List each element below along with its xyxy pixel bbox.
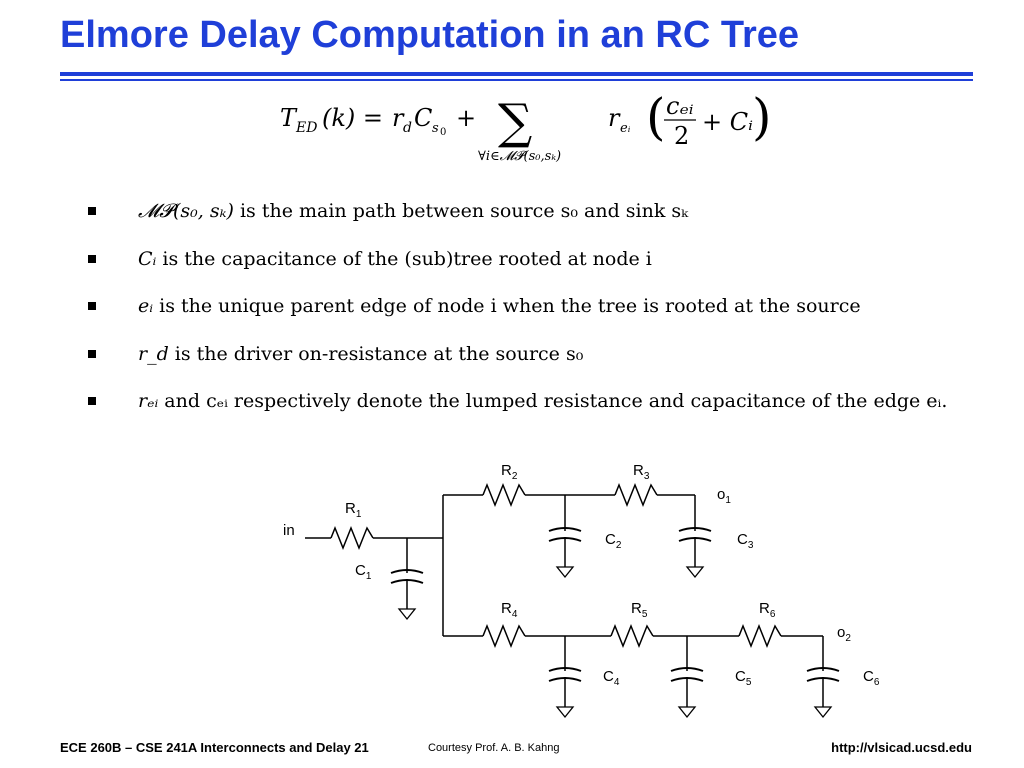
- capacitor-label-c3: C3: [737, 531, 754, 551]
- elmore-delay-formula: T ED (k) = r d C s 0 + ∑ ∀i∈𝓜𝓟(s₀,sₖ) r …: [280, 90, 772, 164]
- bullet-item: Cᵢ is the capacitance of the (sub)tree r…: [88, 246, 968, 272]
- formula-re-sub: eᵢ: [620, 121, 631, 136]
- bullet-square-icon: [88, 254, 96, 263]
- formula-frac-den: 2: [674, 122, 689, 150]
- capacitor-label-c5: C5: [735, 668, 752, 688]
- slide-title: Elmore Delay Computation in an RC Tree: [60, 14, 800, 56]
- formula-term1-r: r: [392, 104, 405, 132]
- bullet-item: 𝓜𝓟(s₀, sₖ) is the main path between sour…: [88, 198, 968, 224]
- resistor-label-r1: R1: [345, 500, 362, 520]
- resistor-label-r3: R3: [633, 462, 650, 482]
- resistor-label-r5: R5: [631, 600, 648, 620]
- rc-tree-circuit-diagram: in R1 R2 R3 R4 R5 R6 C1 C2 C3 C4 C5 C6 o…: [283, 462, 880, 718]
- formula-plus: +: [456, 104, 476, 132]
- capacitor-c1: [390, 564, 424, 620]
- input-label: in: [283, 522, 295, 539]
- formula-rparen: ): [752, 90, 772, 146]
- slide-footer: ECE 260B – CSE 241A Interconnects and De…: [0, 736, 1024, 760]
- capacitor-c5: [670, 662, 704, 718]
- formula-ci: + Cᵢ: [702, 108, 753, 136]
- capacitor-c6: [806, 662, 840, 718]
- capacitor-c2: [548, 522, 582, 578]
- bullet-square-icon: [88, 397, 96, 405]
- formula-lhs-sub: ED: [295, 120, 317, 136]
- formula-sum-index: ∀i∈𝓜𝓟(s₀,sₖ): [478, 149, 561, 164]
- title-underline-thin: [60, 79, 973, 81]
- capacitor-label-c2: C2: [605, 531, 622, 551]
- capacitor-label-c6: C6: [863, 668, 880, 688]
- formula-lhs: T: [280, 104, 298, 132]
- footer-course: ECE 260B – CSE 241A Interconnects and De…: [60, 740, 369, 755]
- formula-re: r: [608, 104, 621, 132]
- capacitor-c4: [548, 662, 582, 718]
- capacitor-label-c4: C4: [603, 668, 620, 688]
- title-underline-thick: [60, 72, 973, 76]
- formula-sigma: ∑: [498, 94, 532, 150]
- footer-credit: Courtesy Prof. A. B. Kahng: [428, 742, 560, 754]
- output-label-o2: o2: [837, 624, 851, 644]
- formula-term1-r-sub: d: [403, 120, 412, 136]
- bullet-square-icon: [88, 207, 96, 215]
- output-label-o1: o1: [717, 486, 731, 506]
- capacitor-c3: [678, 522, 712, 578]
- bullet-square-icon: [88, 349, 96, 358]
- bullet-item: r_d is the driver on-resistance at the s…: [88, 341, 968, 367]
- formula-frac-num: cₑᵢ: [666, 92, 694, 120]
- resistor-label-r4: R4: [501, 600, 518, 620]
- formula-term1-c: C: [414, 104, 432, 132]
- resistor-label-r2: R2: [501, 462, 518, 482]
- formula-lparen: (: [646, 90, 666, 146]
- formula-term1-c-sub: s: [432, 121, 439, 136]
- footer-url: http://vlsicad.ucsd.edu: [831, 740, 972, 755]
- formula-lhs-arg: (k) =: [322, 104, 383, 132]
- bullet-square-icon: [88, 302, 96, 310]
- bullet-item: rₑᵢ and cₑᵢ respectively denote the lump…: [88, 388, 968, 414]
- definition-list: 𝓜𝓟(s₀, sₖ) is the main path between sour…: [88, 198, 968, 436]
- bullet-item: eᵢ is the unique parent edge of node i w…: [88, 293, 968, 319]
- formula-term1-c-sub2: 0: [440, 127, 446, 138]
- capacitor-label-c1: C1: [355, 562, 372, 582]
- resistor-label-r6: R6: [759, 600, 776, 620]
